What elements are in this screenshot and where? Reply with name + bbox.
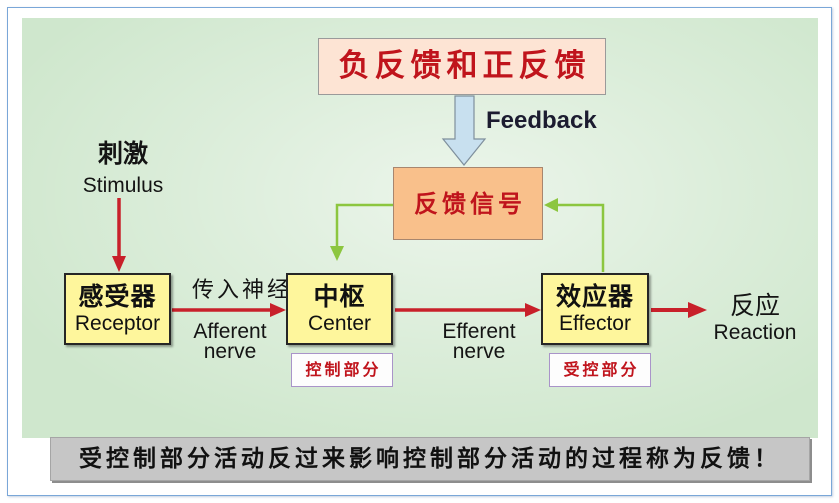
receptor-box: 感受器 Receptor (64, 273, 171, 345)
efferent-nerve-label-en-line1: Efferent (442, 320, 516, 343)
reaction-label-zh: 反应 (729, 291, 780, 320)
title-box: 负反馈和正反馈 (318, 38, 606, 95)
stimulus-label-zh: 刺激 (97, 139, 148, 168)
reaction-label-en: Reaction (713, 321, 797, 344)
afferent-nerve-label-en-line1: Afferent (193, 320, 267, 343)
afferent-nerve-label-zh: 传入神经 (191, 278, 292, 303)
feedback-signal-label: 反馈信号 (414, 189, 526, 218)
controlled-part-label: 受控部分 (563, 360, 640, 379)
center-label-zh: 中枢 (313, 282, 366, 311)
efferent-arrowhead (525, 303, 541, 317)
effector-label-zh: 效应器 (555, 282, 634, 311)
stimulus-label-en: Stimulus (82, 174, 164, 197)
control-part-label: 控制部分 (305, 360, 382, 379)
efferent-nerve-label-en-line2: nerve (452, 340, 506, 363)
afferent-arrowhead (270, 303, 286, 317)
feedback-to-center-arrowhead (330, 246, 344, 261)
effector-to-feedback-line (556, 203, 605, 272)
afferent-nerve-label-en-line2: nerve (203, 340, 257, 363)
receptor-label-en: Receptor (74, 312, 161, 335)
effector-label-en: Effector (559, 312, 631, 335)
controlled-part-box: 受控部分 (549, 353, 651, 387)
center-label-en: Center (307, 312, 372, 335)
caption-text: 受控制部分活动反过来影响控制部分活动的过程称为反馈！ (79, 445, 781, 472)
effector-box: 效应器 Effector (541, 273, 649, 345)
feedback-signal-box: 反馈信号 (393, 167, 543, 240)
feedback-input-arrow (441, 95, 487, 166)
control-part-box: 控制部分 (291, 353, 393, 387)
diagram-title: 负反馈和正反馈 (338, 48, 591, 84)
outer-frame (7, 7, 832, 496)
stimulus-arrowhead (112, 256, 126, 272)
effector-to-feedback-arrowhead (544, 198, 558, 212)
center-box: 中枢 Center (286, 273, 393, 345)
caption-bar: 受控制部分活动反过来影响控制部分活动的过程称为反馈！ (50, 437, 810, 481)
feedback-to-center-line (335, 203, 393, 248)
reaction-arrowhead (688, 302, 707, 318)
feedback-label: Feedback (486, 107, 597, 134)
receptor-label-zh: 感受器 (78, 282, 157, 311)
